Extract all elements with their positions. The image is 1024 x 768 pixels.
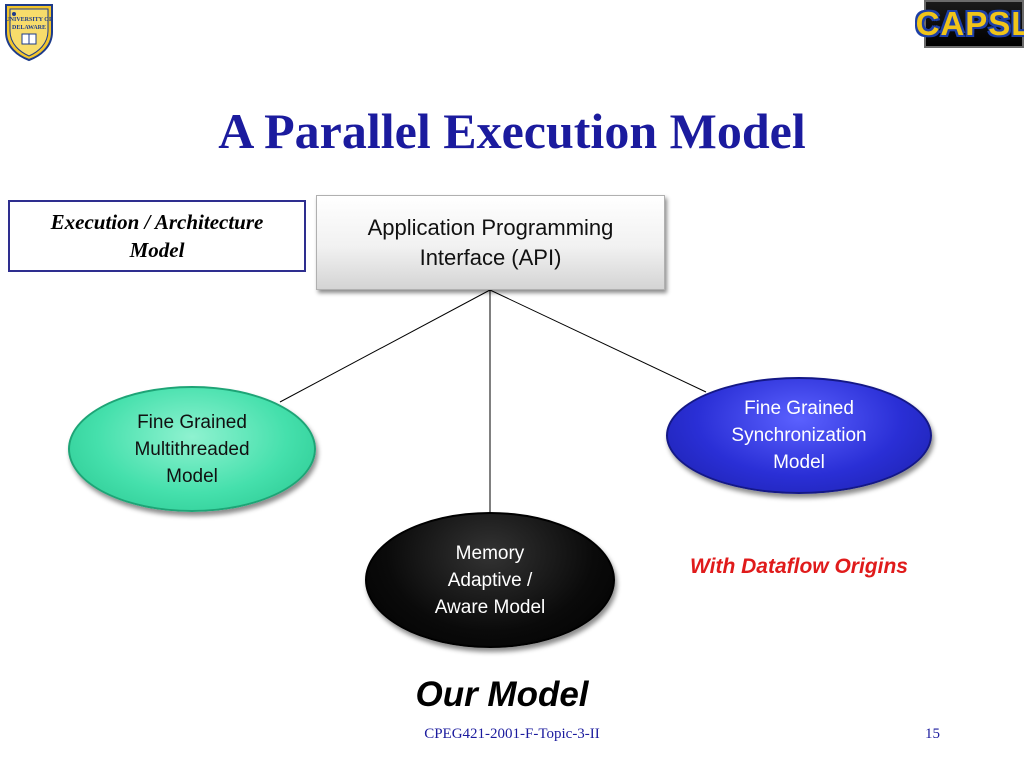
synchronization-line-2: Synchronization bbox=[731, 425, 867, 446]
api-box-line-2: Interface (API) bbox=[419, 244, 562, 270]
our-model-caption: Our Model bbox=[415, 675, 589, 714]
dataflow-origins-note: With Dataflow Origins bbox=[690, 555, 908, 578]
memory-line-2: Adaptive / bbox=[447, 569, 533, 591]
footer-course-id: CPEG421-2001-F-Topic-3-II bbox=[424, 726, 600, 742]
footer-page-number: 15 bbox=[925, 726, 940, 742]
capsl-logo: CAPSL bbox=[916, 0, 1024, 48]
capsl-logo-text: CAPSL bbox=[915, 5, 1024, 42]
synchronization-line-1: Fine Grained bbox=[744, 398, 854, 419]
svg-text:DELAWARE: DELAWARE bbox=[12, 25, 46, 31]
api-box-line-1: Application Programming bbox=[367, 214, 614, 240]
connector-api-to-synchronization bbox=[489, 289, 707, 393]
multithreaded-line-2: Multithreaded bbox=[134, 438, 250, 460]
multithreaded-line-1: Fine Grained bbox=[137, 411, 247, 433]
memory-model-node: Memory Adaptive / Aware Model bbox=[365, 512, 615, 648]
multithreaded-model-node: Fine Grained Multithreaded Model bbox=[68, 386, 316, 512]
university-of-delaware-logo: UNIVERSITY OF DELAWARE bbox=[2, 2, 56, 62]
memory-line-1: Memory bbox=[455, 542, 525, 564]
connector-api-to-multithreaded bbox=[279, 289, 491, 403]
label-box-line-1: Execution / Architecture bbox=[50, 210, 264, 234]
synchronization-model-node: Fine Grained Synchronization Model bbox=[666, 377, 932, 494]
multithreaded-line-3: Model bbox=[166, 465, 218, 487]
slide-title: A Parallel Execution Model bbox=[218, 103, 806, 159]
execution-architecture-model-box: Execution / Architecture Model bbox=[8, 200, 306, 272]
synchronization-line-3: Model bbox=[773, 452, 825, 473]
api-box: Application Programming Interface (API) bbox=[316, 195, 665, 290]
svg-text:UNIVERSITY OF: UNIVERSITY OF bbox=[5, 17, 53, 23]
label-box-line-2: Model bbox=[129, 238, 185, 262]
memory-line-3: Aware Model bbox=[434, 596, 546, 618]
